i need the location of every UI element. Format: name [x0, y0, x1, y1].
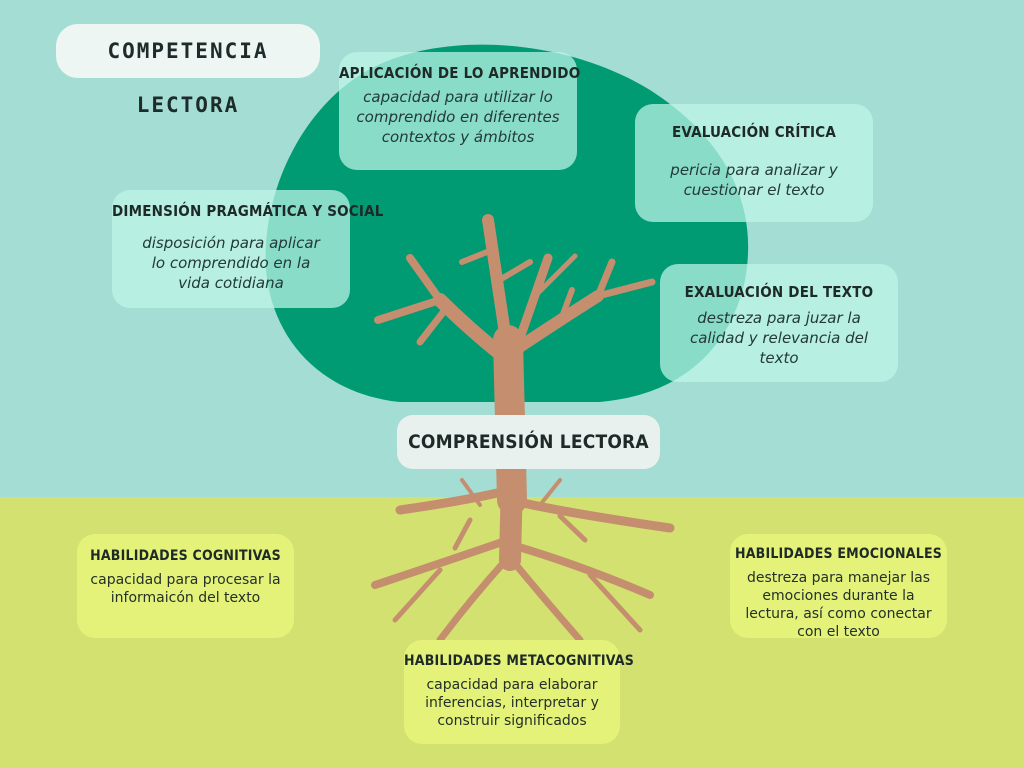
root-card-emocionales: HABILIDADES EMOCIONALES destreza para ma…: [730, 534, 947, 640]
card-description: capacidad para procesar la informaicón d…: [90, 572, 281, 606]
card-title: HABILIDADES COGNITIVAS: [90, 548, 281, 564]
card-title: EXALUACIÓN DEL TEXTO: [684, 283, 874, 301]
card-description: pericia para analizar y cuestionar el te…: [670, 161, 838, 199]
canopy-card-evaluacion-critica: EVALUACIÓN CRÍTICA pericia para analizar…: [635, 104, 873, 222]
canopy-card-aplicacion: APLICACIÓN DE LO APRENDIDO capacidad par…: [339, 52, 581, 170]
card-description: disposición para aplicar lo comprendido …: [142, 234, 320, 292]
card-title: APLICACIÓN DE LO APRENDIDO: [339, 64, 581, 82]
canopy-card-dimension-pragmatica: DIMENSIÓN PRAGMÁTICA Y SOCIAL disposició…: [112, 190, 384, 308]
center-label: COMPRENSIÓN LECTORA: [397, 415, 660, 469]
tree-branches: [374, 214, 656, 515]
card-title: EVALUACIÓN CRÍTICA: [672, 123, 836, 141]
canopy-card-exaluacion-texto: EXALUACIÓN DEL TEXTO destreza para juzar…: [660, 264, 898, 382]
card-description: capacidad para utilizar lo comprendido e…: [356, 88, 560, 146]
card-title: HABILIDADES EMOCIONALES: [734, 546, 943, 562]
tree-roots: [371, 469, 675, 644]
root-card-cognitivas: HABILIDADES COGNITIVAS capacidad para pr…: [77, 534, 294, 638]
page-title: COMPETENCIA LECTORA: [56, 24, 320, 117]
card-description: destreza para juzar la calidad y relevan…: [689, 309, 869, 367]
root-card-metacognitivas: HABILIDADES METACOGNITIVAS capacidad par…: [404, 640, 634, 744]
card-title: DIMENSIÓN PRAGMÁTICA Y SOCIAL: [112, 202, 384, 220]
card-title: HABILIDADES METACOGNITIVAS: [404, 653, 634, 669]
card-description: destreza para manejar las emociones dura…: [745, 570, 932, 640]
card-description: capacidad para elaborar inferencias, int…: [425, 677, 599, 729]
